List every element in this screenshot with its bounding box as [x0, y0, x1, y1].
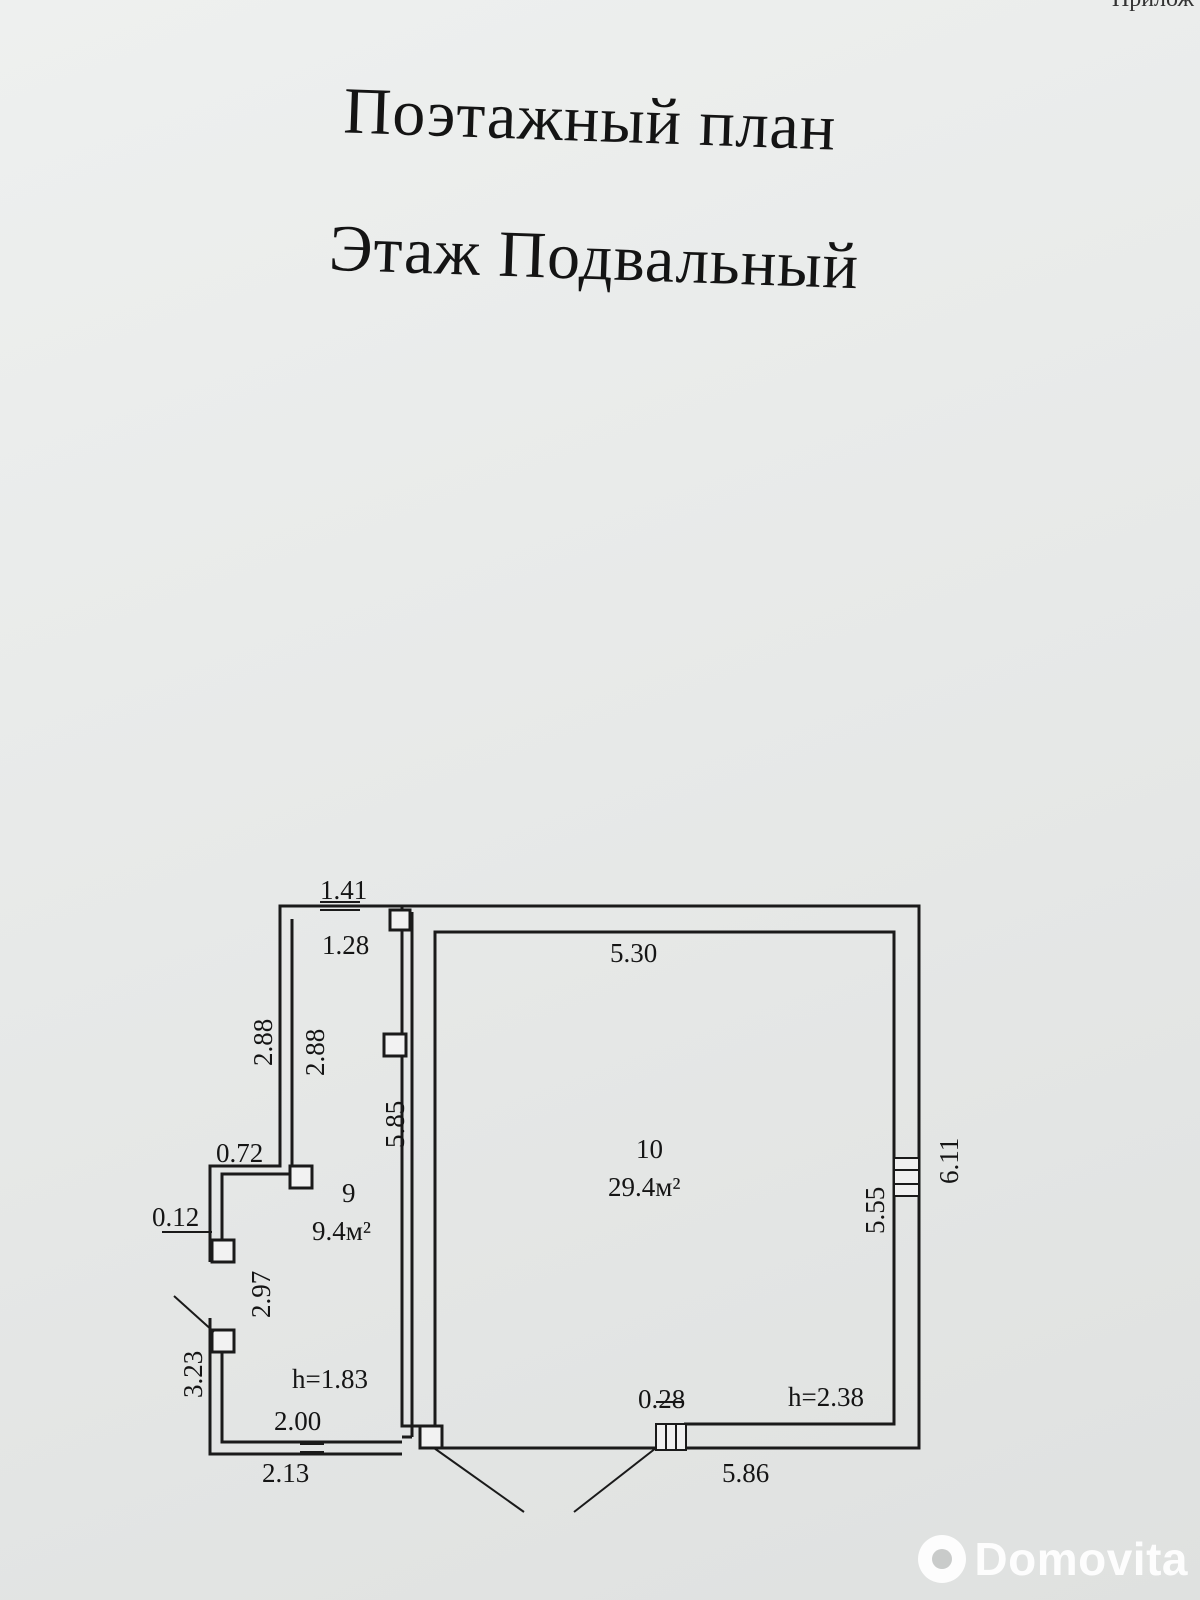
column-mid: [382, 1032, 408, 1058]
dim-label: 1.28: [322, 930, 369, 960]
room-10-height: h=2.38: [788, 1382, 864, 1412]
window-right: [893, 1157, 920, 1197]
room-9-area: 9.4м²: [312, 1216, 371, 1246]
dim-label: 5.86: [722, 1458, 769, 1488]
dim-label: 6.11: [934, 1138, 964, 1184]
window-top: [320, 901, 360, 911]
dim-label: 0.72: [216, 1138, 263, 1168]
inner-walls: [220, 912, 896, 1444]
column-door-left: [418, 1424, 444, 1450]
room-10-area: 29.4м²: [608, 1172, 680, 1202]
dim-label: 3.23: [178, 1351, 208, 1398]
dim-label: 5.85: [380, 1101, 410, 1148]
corner-note: Прилож: [1112, 0, 1194, 13]
column-stub-lower: [210, 1328, 236, 1354]
dim-label: 2.88: [248, 1019, 278, 1066]
dim-label: 2.13: [262, 1458, 309, 1488]
dim-label: 0.12: [152, 1202, 199, 1232]
column-stub-upper: [210, 1238, 236, 1264]
dim-label: 2.97: [246, 1271, 276, 1318]
dim-label: 1.41: [320, 875, 367, 905]
dim-label: 0.28: [638, 1384, 685, 1414]
watermark: Domovita: [918, 1532, 1188, 1586]
columns: [210, 908, 444, 1450]
dim-label: 2.00: [274, 1406, 321, 1436]
vent-bottom: [655, 1423, 687, 1451]
window-bottom-left: [300, 1443, 324, 1453]
dim-label: 2.88: [300, 1029, 330, 1076]
watermark-text: Domovita: [974, 1533, 1188, 1585]
door-swings: [162, 1231, 684, 1513]
room-10-number: 10: [636, 1134, 663, 1164]
room-9-number: 9: [342, 1178, 356, 1208]
dim-label: 5.30: [610, 938, 657, 968]
dim-label: 5.55: [860, 1187, 890, 1234]
watermark-logo-icon: [918, 1535, 967, 1583]
room-9-height: h=1.83: [292, 1364, 368, 1394]
column-top: [388, 908, 412, 932]
column-left: [288, 1164, 314, 1190]
